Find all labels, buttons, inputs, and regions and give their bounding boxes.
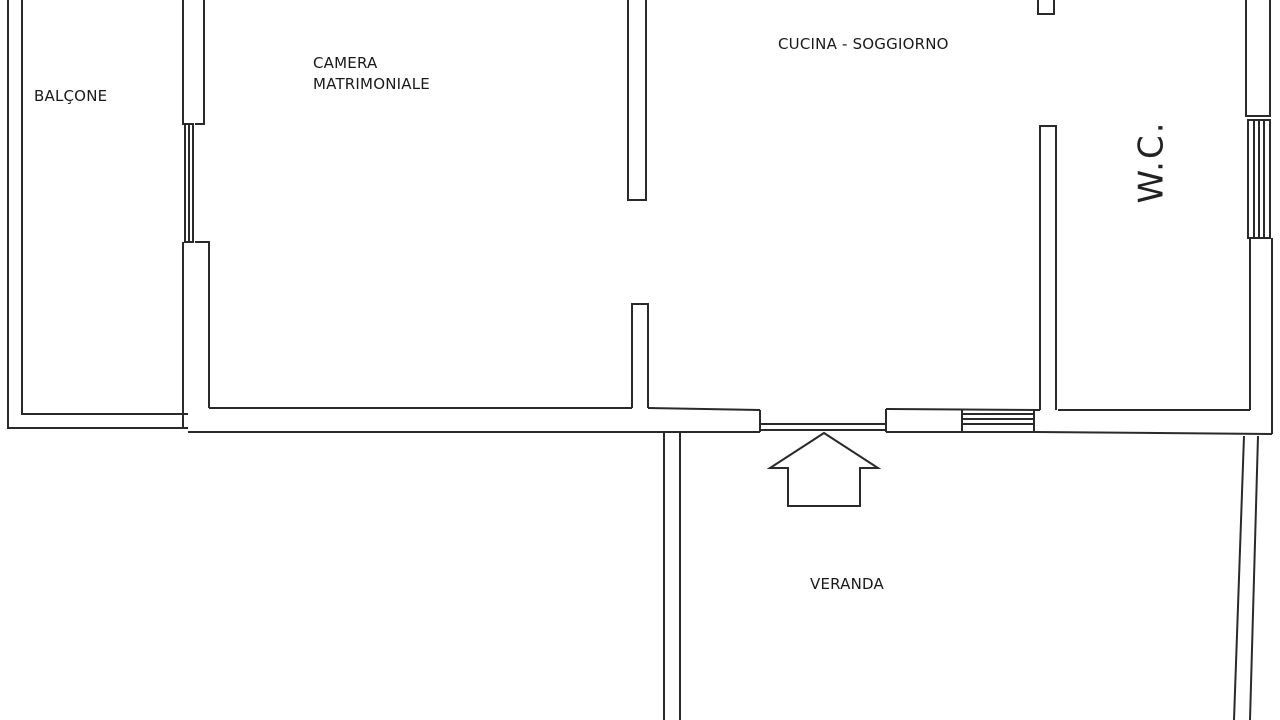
room-label-cucina-soggiorno: CUCINA - SOGGIORNO xyxy=(778,35,949,53)
room-label-camera-line2: MATRIMONIALE xyxy=(313,75,430,93)
veranda-walls xyxy=(663,432,1259,720)
entrance-arrow-icon xyxy=(766,431,882,507)
right-exterior-wall xyxy=(1245,0,1273,434)
room-label-veranda: VERANDA xyxy=(810,575,884,593)
main-bottom-wall xyxy=(188,407,1273,435)
room-label-wc: W.C. xyxy=(1131,120,1172,204)
room-label-camera-line1: CAMERA xyxy=(313,54,378,72)
cucina-wc-partition xyxy=(1037,0,1057,410)
room-label-camera-matrimoniale: CAMERA MATRIMONIALE xyxy=(313,53,430,95)
camera-cucina-partition xyxy=(627,0,649,408)
room-label-balcone: BALÇONE xyxy=(34,87,108,105)
balcone-camera-wall xyxy=(182,0,210,428)
balcone-walls xyxy=(7,0,188,429)
